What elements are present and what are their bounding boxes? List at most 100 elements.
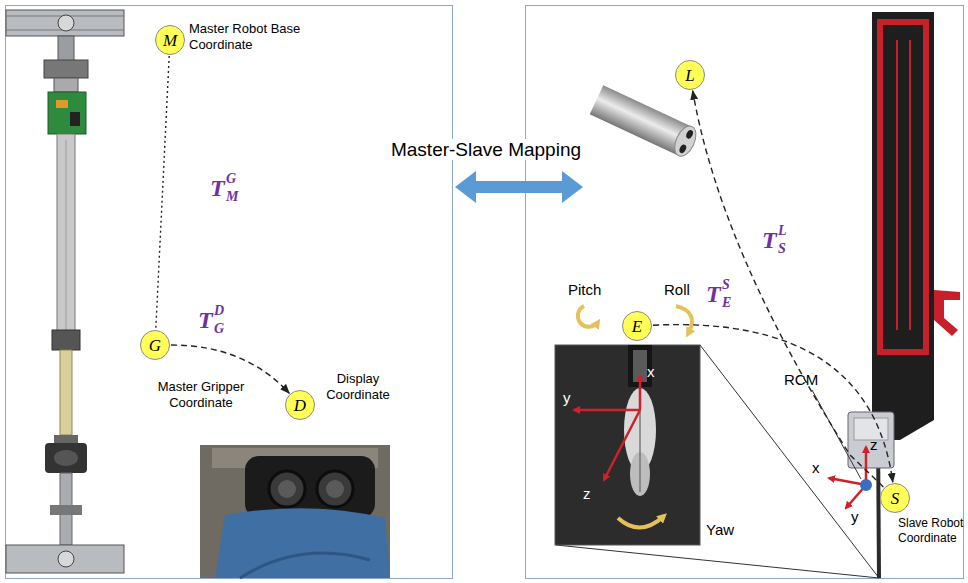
master-robot-part [70, 112, 80, 126]
coordinate-circle: L [675, 60, 705, 90]
instrument-inset-part [604, 410, 640, 480]
master-robot-part [57, 134, 75, 334]
slave-robot-part [880, 22, 926, 352]
axis-label: y [851, 509, 859, 524]
rotation-arrows [578, 306, 692, 528]
master-robot-part [66, 140, 67, 330]
mapping-arrow-part [455, 171, 583, 203]
display-photo-part [240, 553, 370, 578]
master-robot-part [60, 350, 72, 435]
master-robot [6, 10, 124, 573]
rotation-arrows-part [578, 306, 598, 327]
mapping-label: Master-Slave Mapping [387, 139, 585, 160]
master-robot-part [58, 551, 74, 567]
transform-superscript: L [778, 224, 787, 238]
axis-label: x [812, 460, 820, 475]
display-photo [200, 445, 390, 578]
panel-frames-part [526, 6, 964, 579]
coordinate-circle: MMaster Robot Base Coordinate [155, 25, 185, 55]
endoscope-image-part [678, 143, 687, 154]
transform-subscript: M [226, 190, 238, 204]
transform-symbol: T [210, 176, 225, 200]
rotation-label: Yaw [706, 522, 734, 537]
panel-frames-part [6, 6, 453, 579]
instrument-inset-part [639, 400, 641, 492]
rcm-frame-part [860, 479, 872, 491]
transform-symbol: T [762, 228, 777, 252]
display-photo-part [326, 480, 344, 498]
transform-connector [156, 56, 169, 329]
coordinate-letter: S [891, 490, 900, 507]
display-photo-part [200, 445, 390, 578]
master-robot-part [58, 15, 74, 31]
endoscope-image [590, 85, 700, 159]
coordinate-circle: GMaster Gripper Coordinate [140, 330, 170, 360]
transform-symbol: T [706, 282, 721, 306]
coordinate-name: Master Gripper Coordinate [136, 379, 266, 412]
slave-robot-part [934, 290, 960, 336]
axis-label: x [647, 364, 655, 379]
endoscope-image-part [670, 123, 700, 160]
tip-zoom-lines-part [556, 545, 879, 578]
slave-robot-part [896, 40, 898, 330]
coordinate-circle: E [622, 311, 652, 341]
instrument-inset-part [574, 409, 640, 412]
coordinate-circle: SSlave Robot Coordinate [880, 483, 910, 513]
master-robot-part [54, 78, 78, 92]
instrument-inset [555, 345, 700, 545]
display-photo-part [278, 480, 296, 498]
coordinate-name: Slave Robot Coordinate [898, 516, 965, 546]
transform-subscript: E [722, 296, 731, 310]
master-robot-part [6, 545, 124, 573]
master-robot-part [58, 36, 74, 62]
endoscope-image-part [685, 129, 694, 140]
master-robot-part [56, 100, 68, 108]
master-robot-part [50, 505, 82, 515]
tip-zoom-lines [556, 345, 879, 578]
slave-robot-part [848, 412, 894, 468]
axis-label: z [583, 486, 591, 501]
mapping-arrow [455, 171, 583, 203]
transform-connector [693, 91, 884, 487]
master-robot-part [48, 92, 86, 134]
coordinate-name: Master Robot Base Coordinate [189, 21, 339, 54]
instrument-inset-part [639, 376, 642, 410]
rotation-label: Pitch [568, 282, 601, 297]
instrument-inset-part [555, 345, 700, 545]
master-robot-part [6, 10, 124, 36]
master-robot-part [45, 443, 87, 473]
coordinate-circle: DDisplay Coordinate [285, 390, 315, 420]
transform-subscript: S [778, 242, 786, 256]
slave-robot-part [872, 12, 934, 412]
rotation-arrows-part [618, 516, 664, 528]
display-photo-part [215, 508, 390, 578]
master-robot-part [44, 60, 88, 78]
slave-robot-part [909, 40, 911, 330]
coordinate-letter: M [163, 32, 177, 49]
panel-frames [6, 6, 964, 579]
transform-superscript: G [226, 172, 236, 186]
coordinate-name: Display Coordinate [319, 371, 397, 404]
rotation-label: Roll [664, 282, 690, 297]
coordinate-letter: G [149, 337, 161, 354]
coordinate-letter: E [632, 318, 642, 335]
axis-label: z [870, 437, 878, 452]
coordinate-letter: L [685, 67, 694, 84]
display-photo-part [317, 471, 353, 507]
display-photo-part [269, 471, 305, 507]
axis-label: y [563, 390, 571, 405]
transform-subscript: G [214, 322, 224, 336]
master-robot-part [52, 330, 80, 350]
transform-symbol: T [198, 308, 213, 332]
master-robot-part [54, 435, 78, 443]
master-robot-part [54, 450, 78, 466]
transform-connector [653, 325, 893, 482]
rcm-label: RCM [784, 372, 818, 387]
transform-superscript: D [214, 304, 224, 318]
transform-superscript: S [722, 278, 730, 292]
slave-robot [848, 12, 960, 578]
coordinate-letter: D [294, 397, 306, 414]
